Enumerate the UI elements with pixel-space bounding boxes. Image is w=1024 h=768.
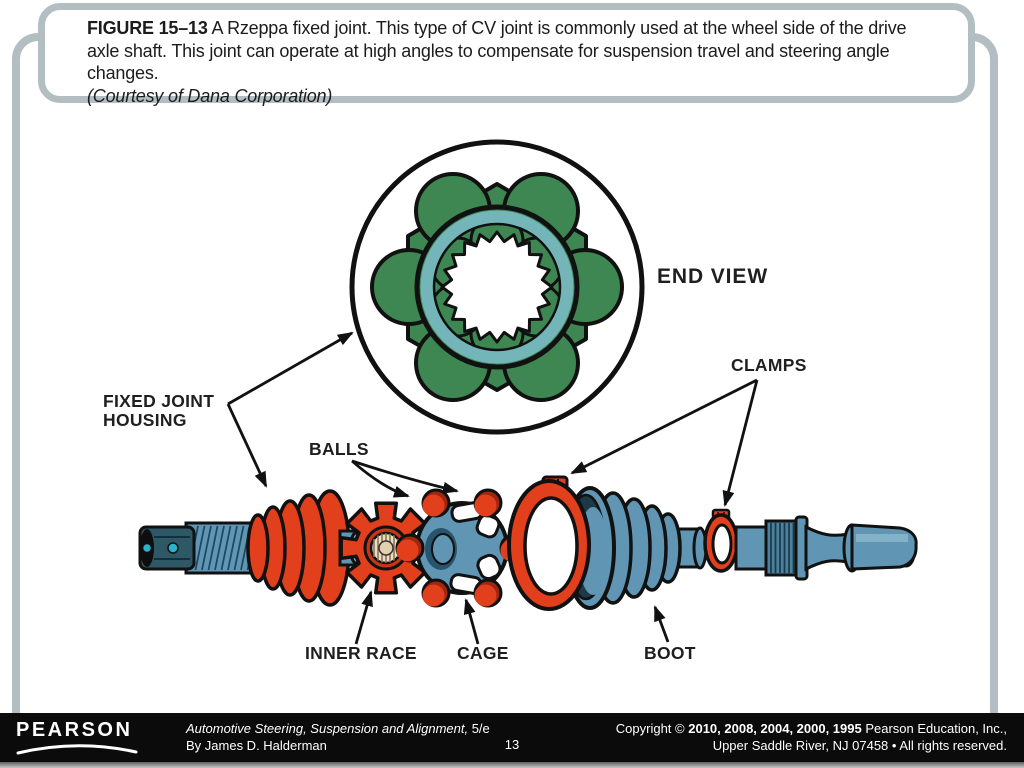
arrow-to-housing (226, 403, 268, 488)
arrow-housing-to-endview (227, 331, 354, 406)
end-view-drawing (349, 139, 645, 435)
figure-caption: FIGURE 15–13 A Rzeppa fixed joint. This … (38, 3, 975, 106)
axle-shaft-drawing (734, 515, 918, 581)
arrow-to-cage (463, 598, 480, 645)
copyright-address: Upper Saddle River, NJ 07458 • All right… (712, 738, 1007, 753)
cage-drawing (395, 488, 529, 608)
pearson-swoosh-icon (16, 744, 138, 755)
arrow-to-large-clamp (570, 378, 758, 475)
book-title: Automotive Steering, Suspension and Alig… (186, 721, 469, 736)
clamp-large-drawing (507, 475, 591, 611)
stub-shaft-drawing (138, 525, 196, 571)
arrow-to-balls-1 (351, 459, 410, 498)
label-balls: BALLS (309, 439, 369, 459)
caption-courtesy: (Courtesy of Dana Corporation) (87, 85, 333, 106)
shaft-center-dot (141, 542, 153, 554)
arrow-to-small-clamp (722, 379, 759, 507)
arrow-to-boot (653, 605, 670, 643)
footer-bar: PEARSON Automotive Steering, Suspension … (0, 713, 1024, 762)
bottom-edge-strip (0, 762, 1024, 768)
copyright-prefix: Copyright © (615, 721, 689, 736)
label-boot: BOOT (644, 643, 696, 663)
label-inner-race: INNER RACE (305, 643, 417, 663)
label-fixed-joint-housing-line2: HOUSING (103, 410, 187, 430)
pearson-logo-text: PEARSON (16, 719, 133, 741)
pearson-logo: PEARSON (16, 719, 140, 755)
label-end-view: END VIEW (657, 265, 769, 288)
callout-arrows (226, 331, 759, 645)
cage-windows (449, 501, 502, 595)
label-cage: CAGE (457, 643, 509, 663)
label-clamps: CLAMPS (731, 355, 807, 375)
copyright-years: 2010, 2008, 2004, 2000, 1995 (688, 721, 862, 736)
copyright-suffix: Pearson Education, Inc., (861, 721, 1007, 736)
caption-text: A Rzeppa fixed joint. This type of CV jo… (87, 18, 907, 83)
cage-balls (395, 488, 529, 608)
book-title-block: Automotive Steering, Suspension and Alig… (186, 720, 490, 754)
page-number: 13 (504, 737, 520, 752)
copyright-block: Copyright © 2010, 2008, 2004, 2000, 1995… (616, 720, 1007, 754)
arrow-to-balls-2 (351, 459, 459, 494)
cage-ring (420, 210, 574, 364)
arrow-to-inner-race (354, 590, 373, 645)
figure-number: FIGURE 15–13 (87, 18, 208, 38)
clamp-small-drawing (703, 508, 739, 573)
label-fixed-joint-housing-line1: FIXED JOINT (103, 391, 215, 411)
book-edition: 5/e (468, 721, 490, 736)
book-author: By James D. Halderman (186, 738, 327, 753)
splined-bore (440, 230, 554, 344)
